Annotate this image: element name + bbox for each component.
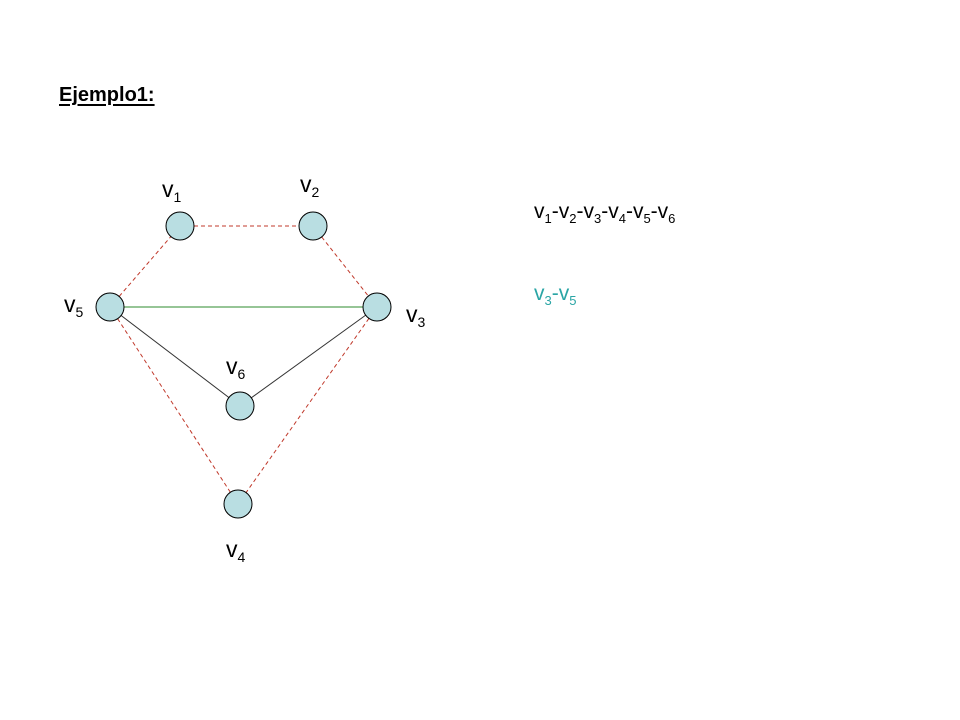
- node-label-base: v: [300, 171, 312, 197]
- path-vertex-subscript: 5: [643, 211, 651, 226]
- chord-path-text: v3-v5: [534, 283, 576, 307]
- node-label-subscript: 2: [311, 184, 320, 200]
- path-vertex-base: v: [583, 200, 594, 223]
- graph-edges: [109, 225, 378, 505]
- node-label-v2: v2: [300, 171, 320, 200]
- path-vertex-subscript: 5: [569, 293, 577, 308]
- graph-nodes: [95, 211, 392, 519]
- edge-v5-v6: [109, 306, 241, 407]
- node-label-base: v: [226, 353, 238, 379]
- node-label-subscript: 3: [417, 314, 426, 330]
- edge-v5-v1: [109, 225, 181, 308]
- edge-v4-v5: [109, 306, 239, 505]
- node-label-subscript: 5: [75, 304, 84, 320]
- node-label-base: v: [162, 176, 174, 202]
- node-v2: [298, 211, 328, 241]
- path-vertex-subscript: 6: [668, 211, 676, 226]
- node-v3: [362, 292, 392, 322]
- node-label-base: v: [406, 301, 418, 327]
- node-label-v6: v6: [226, 353, 246, 382]
- edge-v3-v4: [237, 306, 378, 505]
- edge-v2-v3: [312, 225, 378, 308]
- node-label-subscript: 1: [173, 189, 182, 205]
- node-v5: [95, 292, 125, 322]
- path-vertex-base: v: [558, 200, 570, 223]
- node-label-v1: v1: [162, 176, 182, 205]
- path-vertex-base: v: [558, 282, 570, 305]
- node-label-v4: v4: [226, 536, 246, 565]
- edge-v6-v3: [239, 306, 378, 407]
- path-separator: -: [576, 200, 584, 223]
- path-vertex-subscript: 3: [544, 293, 552, 308]
- path-vertex-base: v: [534, 282, 545, 305]
- path-vertex-subscript: 4: [618, 211, 626, 226]
- node-label-v5: v5: [64, 291, 84, 320]
- path-vertex-base: v: [608, 200, 619, 223]
- path-vertex-base: v: [657, 200, 669, 223]
- path-vertex-base: v: [534, 200, 545, 223]
- path-vertex-subscript: 3: [593, 211, 602, 226]
- path-vertex-subscript: 1: [544, 211, 552, 226]
- node-v4: [223, 489, 253, 519]
- node-label-base: v: [64, 291, 76, 317]
- path-separator: -: [601, 200, 609, 223]
- path-vertex-subscript: 2: [569, 211, 577, 226]
- node-label-v3: v3: [406, 301, 426, 330]
- slide-title: Ejemplo1:: [59, 84, 155, 106]
- path-separator: -: [625, 200, 633, 223]
- path-separator: -: [551, 282, 559, 305]
- node-label-subscript: 4: [237, 549, 246, 565]
- path-vertex-base: v: [632, 200, 644, 223]
- path-separator: -: [650, 200, 658, 223]
- hamilton-path-text: v1-v2-v3-v4-v5-v6: [534, 201, 675, 225]
- path-separator: -: [551, 200, 559, 223]
- node-label-subscript: 6: [237, 366, 246, 382]
- node-v6: [225, 391, 255, 421]
- node-label-base: v: [226, 536, 238, 562]
- node-v1: [165, 211, 195, 241]
